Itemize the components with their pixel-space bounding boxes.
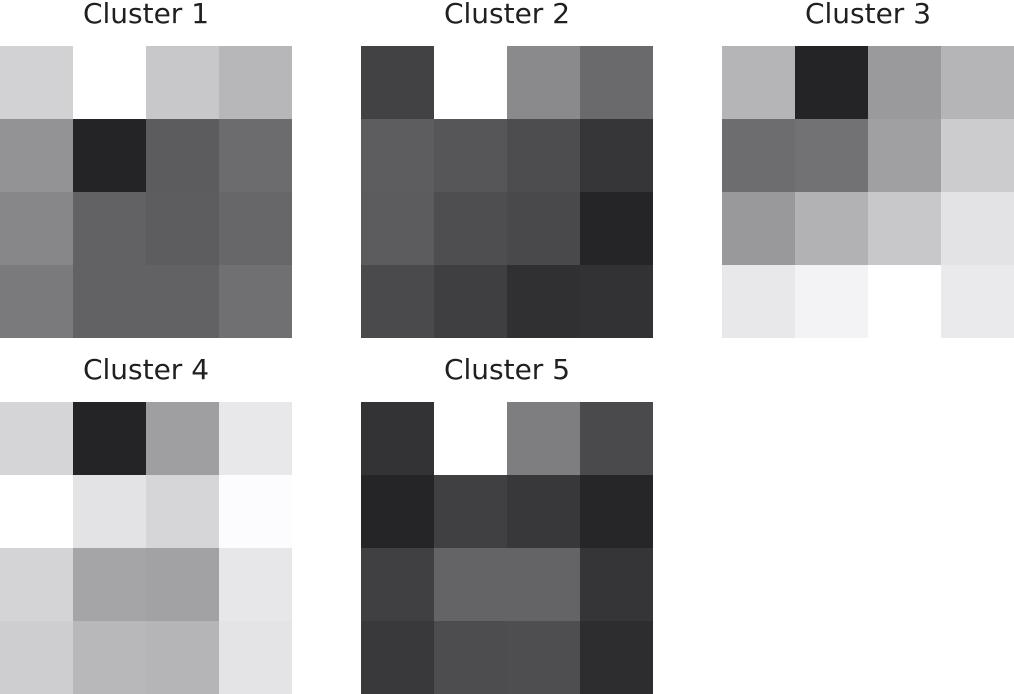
heatmap-cell — [507, 119, 580, 192]
heatmap-cell — [0, 192, 73, 265]
heatmap-cell — [507, 402, 580, 475]
heatmap-cell — [434, 46, 507, 119]
heatmap-cell — [795, 265, 868, 338]
heatmap-cell — [219, 475, 292, 548]
heatmap-cell — [146, 192, 219, 265]
heatmap-cell — [507, 46, 580, 119]
heatmap-cell — [0, 548, 73, 621]
heatmap-cell — [580, 192, 653, 265]
heatmap-cell — [580, 402, 653, 475]
heatmap-cell — [73, 621, 146, 694]
heatmap-cell — [146, 265, 219, 338]
heatmap-cell — [868, 192, 941, 265]
heatmap-cell — [73, 46, 146, 119]
cluster-title: Cluster 3 — [804, 0, 932, 30]
heatmap-cell — [361, 265, 434, 338]
cluster-title: Cluster 5 — [443, 353, 571, 386]
heatmap-cell — [868, 119, 941, 192]
cluster-grid — [361, 46, 653, 338]
heatmap-cell — [73, 192, 146, 265]
heatmap-cell — [434, 475, 507, 548]
heatmap-cell — [0, 402, 73, 475]
heatmap-cell — [434, 119, 507, 192]
heatmap-cell — [507, 192, 580, 265]
heatmap-cell — [146, 119, 219, 192]
heatmap-cell — [795, 46, 868, 119]
heatmap-cell — [580, 46, 653, 119]
heatmap-cell — [361, 548, 434, 621]
heatmap-cell — [941, 192, 1014, 265]
heatmap-cell — [219, 548, 292, 621]
heatmap-cell — [146, 46, 219, 119]
heatmap-cell — [580, 119, 653, 192]
heatmap-cell — [580, 621, 653, 694]
heatmap-cell — [507, 265, 580, 338]
heatmap-cell — [580, 475, 653, 548]
heatmap-cell — [0, 621, 73, 694]
heatmap-cell — [941, 119, 1014, 192]
heatmap-cell — [146, 402, 219, 475]
heatmap-cell — [361, 475, 434, 548]
heatmap-cell — [0, 265, 73, 338]
cluster-grid — [361, 402, 653, 694]
cluster-title: Cluster 2 — [443, 0, 571, 30]
heatmap-cell — [0, 46, 73, 119]
heatmap-cell — [0, 475, 73, 548]
heatmap-cell — [361, 402, 434, 475]
heatmap-cell — [146, 475, 219, 548]
heatmap-cell — [434, 265, 507, 338]
heatmap-cell — [146, 548, 219, 621]
heatmap-cell — [219, 621, 292, 694]
heatmap-cell — [507, 548, 580, 621]
heatmap-cell — [219, 46, 292, 119]
heatmap-cell — [941, 46, 1014, 119]
heatmap-cell — [722, 119, 795, 192]
heatmap-cell — [73, 119, 146, 192]
heatmap-cell — [361, 192, 434, 265]
heatmap-cell — [580, 265, 653, 338]
cluster-grid — [0, 46, 292, 338]
heatmap-cell — [795, 192, 868, 265]
cluster-grid — [722, 46, 1014, 338]
heatmap-cell — [361, 621, 434, 694]
heatmap-cell — [73, 265, 146, 338]
heatmap-cell — [73, 548, 146, 621]
heatmap-cell — [941, 265, 1014, 338]
heatmap-cell — [722, 265, 795, 338]
heatmap-cell — [361, 119, 434, 192]
heatmap-cell — [0, 119, 73, 192]
heatmap-cell — [73, 402, 146, 475]
cluster-grid — [0, 402, 292, 694]
heatmap-cell — [219, 119, 292, 192]
heatmap-cell — [795, 119, 868, 192]
heatmap-cell — [146, 621, 219, 694]
heatmap-cell — [434, 621, 507, 694]
heatmap-cell — [722, 192, 795, 265]
heatmap-cell — [219, 265, 292, 338]
heatmap-cell — [507, 621, 580, 694]
heatmap-cell — [434, 402, 507, 475]
cluster-title: Cluster 4 — [82, 353, 210, 386]
heatmap-cell — [722, 46, 795, 119]
heatmap-cell — [219, 192, 292, 265]
heatmap-cell — [507, 475, 580, 548]
heatmap-cell — [434, 192, 507, 265]
heatmap-cell — [73, 475, 146, 548]
cluster-title: Cluster 1 — [82, 0, 210, 30]
heatmap-cell — [434, 548, 507, 621]
heatmap-cell — [361, 46, 434, 119]
heatmap-cell — [868, 46, 941, 119]
heatmap-cell — [219, 402, 292, 475]
heatmap-cell — [580, 548, 653, 621]
heatmap-cell — [868, 265, 941, 338]
